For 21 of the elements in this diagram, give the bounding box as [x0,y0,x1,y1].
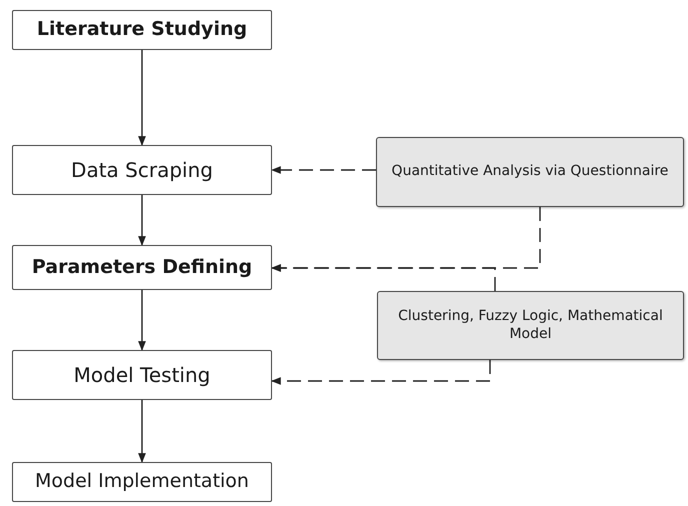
arrow [138,400,146,463]
box-label: Quantitative Analysis via Questionnaire [392,163,668,181]
arrow [138,290,146,351]
arrow [138,195,146,246]
method-box [377,291,684,360]
box-label: Literature Studying [36,18,248,42]
dashed-arrow [271,264,496,291]
box-label: Data Scraping [71,158,213,182]
process-box [12,145,272,195]
arrow [138,50,146,146]
process-box [12,350,272,400]
box-label: Parameters Defining [32,256,252,280]
box-label: Clustering, Fuzzy Logic, Mathematical Model [397,308,664,343]
process-box [12,10,272,50]
dashed-arrow [271,166,376,174]
method-box [376,137,684,207]
process-box [12,245,272,290]
dashed-arrow [271,360,491,385]
box-label: Model Implementation [35,470,249,494]
process-box [12,462,272,502]
box-label: Model Testing [74,362,210,388]
